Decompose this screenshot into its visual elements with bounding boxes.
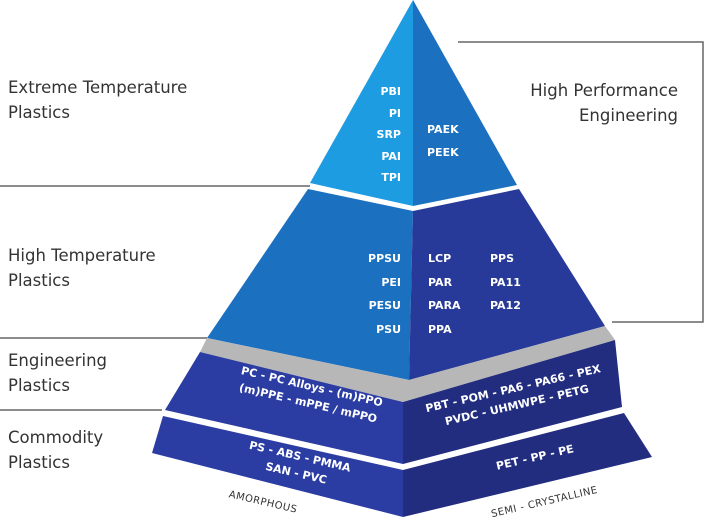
commodity-left-face	[152, 416, 403, 517]
engineering-left-face	[165, 352, 403, 464]
commodity-right-face	[403, 413, 652, 517]
bracket-line	[458, 41, 704, 323]
high-right-face	[409, 189, 605, 380]
extreme-left-face	[310, 0, 413, 206]
gray-top-face	[200, 326, 615, 402]
engineering-right-face	[403, 340, 622, 464]
high-left-face	[207, 189, 413, 380]
extreme-right-face	[413, 0, 517, 206]
